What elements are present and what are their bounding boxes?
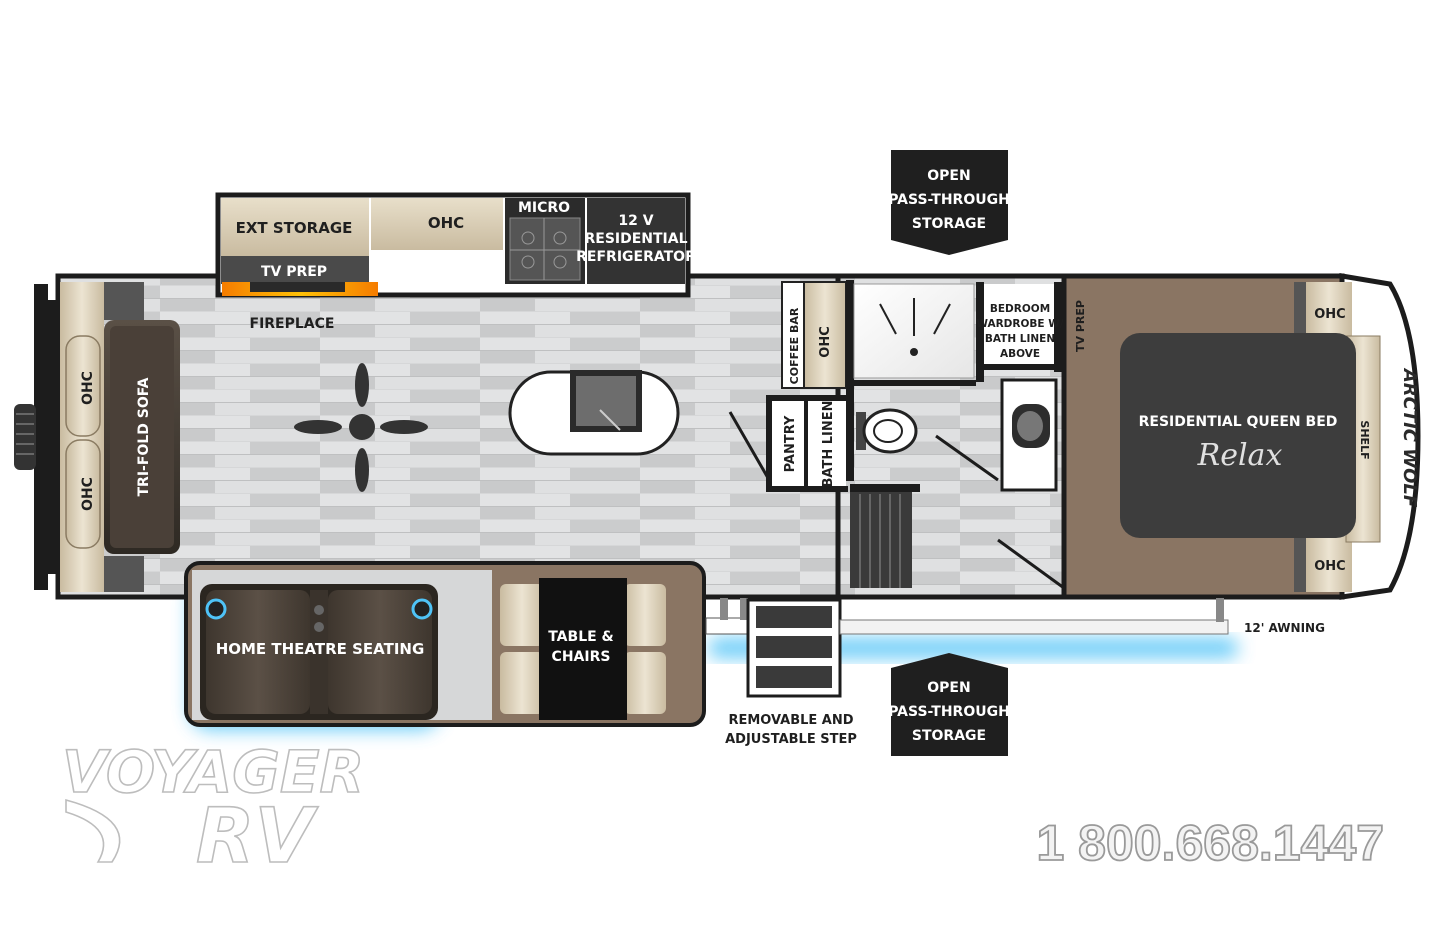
home-theatre-seating [200, 584, 438, 720]
home-theatre-seating-label: HOME THEATRE SEATING [216, 640, 425, 658]
labels: EXT STORAGE TV PREP OHC MICRO 12 V RESID… [80, 168, 1420, 747]
ohc-kitchen-cabinet [371, 198, 503, 250]
pass-through-bottom-line-2: PASS-THROUGH [888, 704, 1010, 720]
wardrobe-label-line-2: WARDROBE W/ [976, 318, 1063, 330]
ext-storage-cabinet [221, 198, 369, 256]
toilet-icon [856, 408, 918, 454]
wardrobe-label-line-3: BATH LINEN [985, 333, 1055, 345]
rear-ohc-column [60, 282, 144, 592]
residential-queen-bed-label: RESIDENTIAL QUEEN BED [1139, 414, 1338, 430]
pass-through-bottom-line-3: STORAGE [912, 728, 986, 744]
tv-prep-bedroom-label: TV PREP [1074, 300, 1087, 352]
tri-fold-sofa [104, 320, 180, 554]
pantry-label: PANTRY [783, 415, 798, 472]
awning-label: 12' AWNING [1244, 621, 1325, 635]
ohc-bed-top-label: OHC [1314, 307, 1345, 322]
ohc-kitchen-label: OHC [428, 214, 464, 232]
shelf-label: SHELF [1358, 420, 1371, 459]
awning [839, 598, 1229, 635]
refrigerator-label-line-1: 12 V [618, 213, 653, 229]
table-chairs-label-line-1: TABLE & [548, 629, 614, 645]
removable-step-label-line-2: ADJUSTABLE STEP [725, 732, 857, 747]
watermark-brand-bottom: RV [196, 791, 319, 880]
pass-through-storage-bottom-badge [891, 653, 1008, 756]
coffee-bar-label: COFFEE BAR [788, 307, 801, 384]
relax-label: Relax [1197, 438, 1283, 473]
watermark-swoosh [65, 798, 121, 863]
tv-prep-cabinet [221, 256, 369, 284]
pass-through-top-line-3: STORAGE [912, 216, 986, 232]
ohc-bed-bottom-label: OHC [1314, 559, 1345, 574]
refrigerator [587, 198, 685, 284]
phone-number: 1 800.668.1447 [1036, 815, 1384, 871]
pass-through-storage-top-badge [891, 150, 1008, 255]
tri-fold-sofa-label: TRI-FOLD SOFA [136, 377, 152, 496]
micro-label: MICRO [518, 200, 570, 216]
arctic-wolf-logo: ARCTIC WOLF [1399, 367, 1420, 508]
rear-wall [14, 284, 56, 590]
watermark-brand-top: VOYAGER [62, 738, 364, 806]
ohc-rear-bottom-label: OHC [80, 477, 96, 511]
bathroom [846, 280, 1065, 590]
refrigerator-label-line-3: REFRIGERATOR [576, 249, 696, 265]
voyager-rv-watermark: VOYAGER RV [61, 737, 365, 881]
wardrobe-label-line-1: BEDROOM [990, 303, 1050, 315]
ext-storage-label: EXT STORAGE [236, 219, 353, 237]
bedroom [1061, 273, 1421, 600]
wardrobe [984, 284, 1054, 364]
ohc-rear-top-label: OHC [80, 371, 96, 405]
dinette-table-chairs [500, 578, 666, 720]
entry-steps [705, 598, 842, 698]
queen-bed [1120, 333, 1356, 538]
bath-linen-label: BATH LINEN [821, 401, 836, 488]
kitchen-island [508, 370, 680, 456]
coffee-bar-pantry [728, 281, 848, 492]
table-chairs-label-line-2: CHAIRS [552, 649, 611, 665]
tv-prep-kitchen-label: TV PREP [261, 264, 327, 280]
pass-through-bottom-line-1: OPEN [927, 680, 970, 696]
kitchen-slideout [215, 192, 691, 298]
fireplace-label: FIREPLACE [250, 316, 335, 332]
ceiling-fan-icon [294, 363, 428, 492]
pass-through-top-line-1: OPEN [927, 168, 970, 184]
refrigerator-label-line-2: RESIDENTIAL [584, 231, 687, 247]
ohc-coffee-label: OHC [818, 326, 833, 357]
pass-through-top-line-2: PASS-THROUGH [888, 192, 1010, 208]
wardrobe-label-line-4: ABOVE [1000, 348, 1040, 360]
removable-step-label-line-1: REMOVABLE AND [728, 713, 853, 728]
